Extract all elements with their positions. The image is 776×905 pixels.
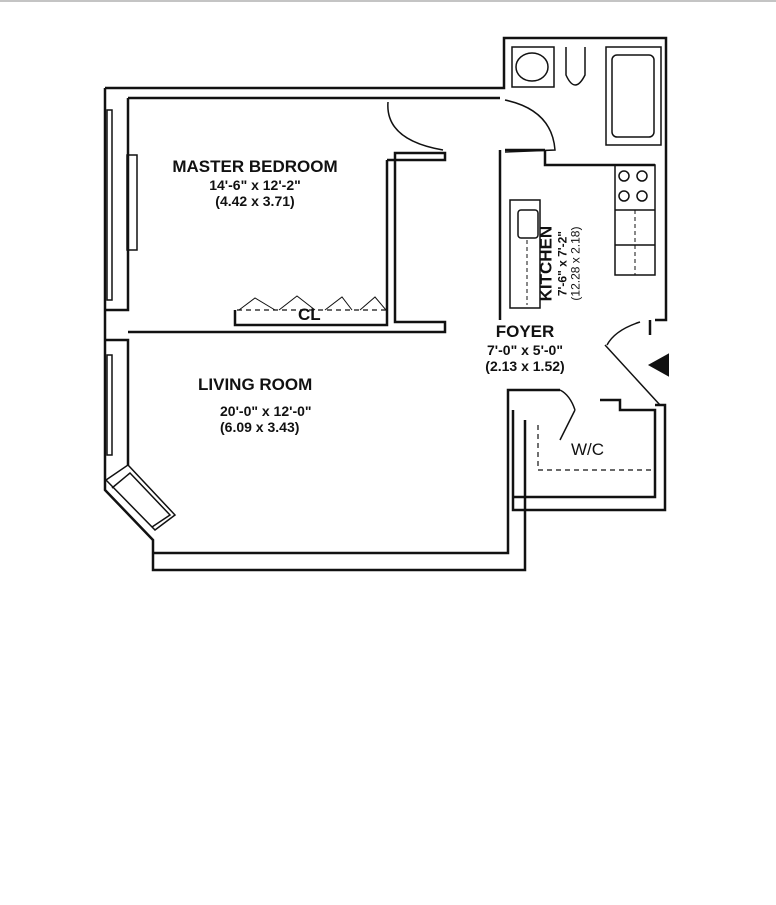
living-room-name: LIVING ROOM bbox=[198, 375, 313, 394]
kitchen-label: KITCHEN 7'-6" x 7'-2" (12.28 x 2.18) bbox=[536, 214, 583, 314]
wc-shelf bbox=[537, 425, 655, 471]
foyer-name: FOYER bbox=[495, 322, 555, 341]
kitchen-metric: (12.28 x 2.18) bbox=[568, 226, 583, 301]
master-bedroom-name: MASTER BEDROOM bbox=[172, 157, 338, 176]
exterior-walls bbox=[103, 36, 668, 572]
master-bedroom-label: MASTER BEDROOM 14'-6" x 12'-2" (4.42 x 3… bbox=[150, 157, 360, 209]
kitchen-sink-icon bbox=[517, 209, 539, 239]
kitchen-dimensions: 7'-6" x 7'-2" bbox=[554, 231, 569, 297]
bathtub-icon bbox=[611, 54, 655, 138]
living-room-dimensions: 20'-0" x 12'-0" bbox=[220, 402, 312, 419]
interior-walls bbox=[128, 148, 655, 334]
bathroom-fixtures bbox=[511, 46, 662, 146]
kitchen-name: KITCHEN bbox=[536, 225, 556, 302]
living-room-label: LIVING ROOM 20'-0" x 12'-0" (6.09 x 3.43… bbox=[180, 375, 380, 435]
walk-in-closet-label: W/C bbox=[571, 440, 605, 459]
foyer-label: FOYER 7'-0" x 5'-0" (2.13 x 1.52) bbox=[470, 322, 580, 374]
living-room-metric: (6.09 x 3.43) bbox=[220, 418, 300, 435]
windows bbox=[104, 109, 177, 531]
kitchen-fixtures bbox=[509, 164, 656, 309]
master-bedroom-dimensions: 14'-6" x 12'-2" bbox=[209, 176, 301, 193]
bifold-closet-doors bbox=[238, 295, 387, 311]
master-bedroom-metric: (4.42 x 3.71) bbox=[215, 192, 295, 209]
burner-icon bbox=[618, 170, 630, 182]
sink-icon bbox=[515, 52, 549, 82]
toilet-icon bbox=[565, 47, 586, 86]
closet-label: CL bbox=[298, 305, 321, 324]
foyer-dimensions: 7'-0" x 5'-0" bbox=[487, 341, 563, 358]
foyer-metric: (2.13 x 1.52) bbox=[485, 357, 565, 374]
doors bbox=[387, 99, 661, 441]
entry-arrow-icon bbox=[647, 353, 669, 377]
